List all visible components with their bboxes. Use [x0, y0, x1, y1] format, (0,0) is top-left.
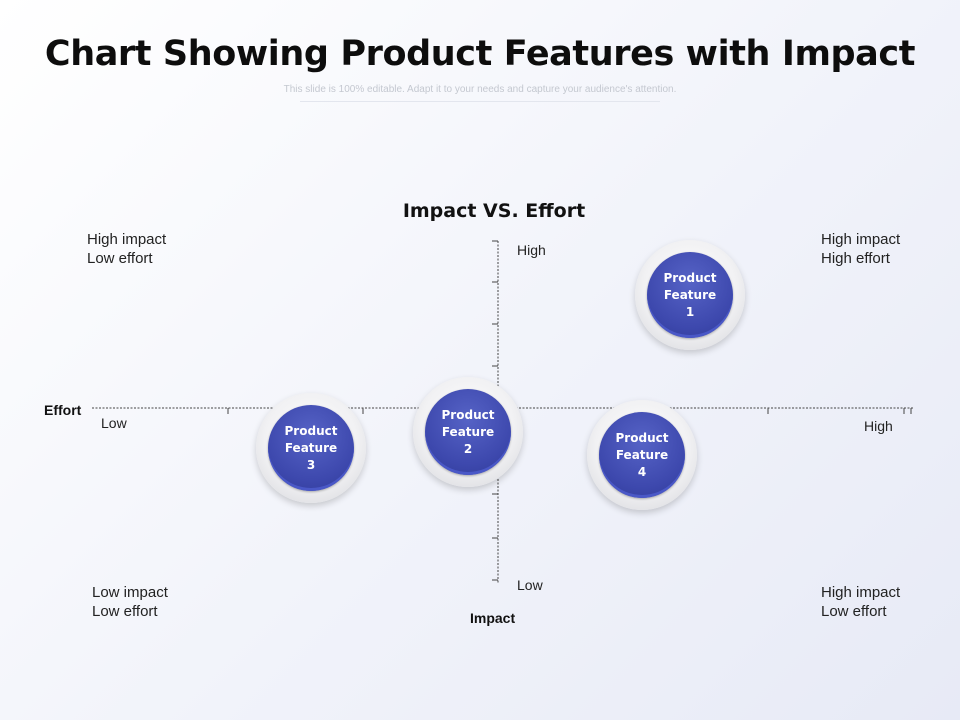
product-feature-3-circle: Product Feature 3	[268, 405, 354, 491]
subtitle-divider	[300, 101, 660, 102]
x-axis-high-label: High	[864, 418, 893, 434]
product-feature-3-label: Product Feature 3	[284, 423, 338, 472]
product-feature-1-bubble: Product Feature 1	[635, 240, 745, 350]
chart-title: Impact VS. Effort	[402, 200, 586, 222]
x-axis-name: Effort	[44, 402, 82, 418]
product-feature-1-circle: Product Feature 1	[647, 252, 733, 338]
quadrant-label-bottom-right: High impact Low effort	[821, 584, 901, 620]
product-feature-4-bubble: Product Feature 4	[587, 400, 697, 510]
product-feature-4-circle: Product Feature 4	[599, 412, 685, 498]
product-feature-3-bubble: Product Feature 3	[256, 393, 366, 503]
quadrant-label-top-right: High impact High effort	[821, 231, 901, 267]
product-feature-2-bubble: Product Feature 2	[413, 377, 523, 487]
y-axis-high-label: High	[517, 242, 546, 258]
quadrant-label-top-left: High impact Low effort	[87, 231, 167, 267]
y-axis-name: Impact	[470, 610, 516, 626]
y-axis-low-label: Low	[517, 577, 543, 593]
product-feature-1-label: Product Feature 1	[663, 270, 717, 319]
product-feature-2-circle: Product Feature 2	[425, 389, 511, 475]
x-axis-low-label: Low	[101, 415, 127, 431]
product-feature-2-label: Product Feature 2	[441, 407, 495, 456]
quadrant-label-bottom-left: Low impact Low effort	[92, 584, 168, 620]
page-subtitle: This slide is 100% editable. Adapt it to…	[283, 84, 677, 95]
y-axis-ticks	[492, 240, 498, 581]
product-feature-4-label: Product Feature 4	[615, 430, 669, 479]
page-title: Chart Showing Product Features with Impa…	[44, 34, 916, 74]
